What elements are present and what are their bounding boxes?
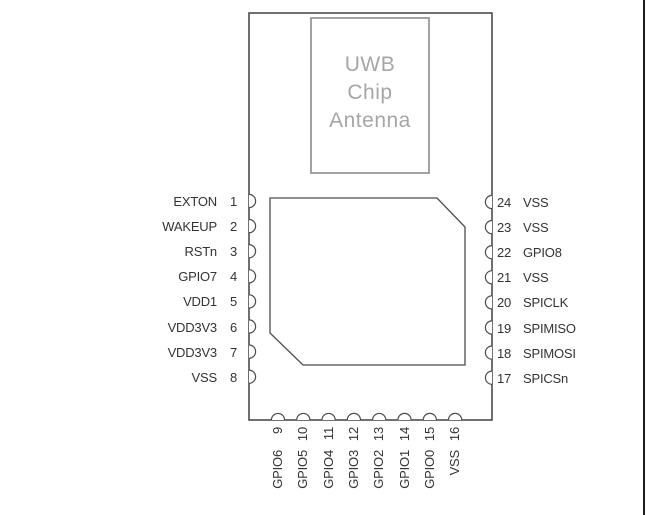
pin-number: 24 bbox=[497, 194, 512, 210]
pin-number: 14 bbox=[397, 427, 412, 442]
right-pin-label: 21 VSS bbox=[497, 269, 549, 285]
pin-name: WAKEUP bbox=[162, 218, 217, 234]
left-pin-label: VSS 8 bbox=[191, 369, 238, 385]
pin-number: 23 bbox=[497, 219, 512, 235]
right-pin-label: 20 SPICLK bbox=[497, 294, 568, 310]
left-pin-label: GPIO7 4 bbox=[178, 268, 237, 284]
pin-name: GPIO1 bbox=[397, 450, 412, 489]
pin-number: 3 bbox=[229, 243, 237, 259]
pin-name: GPIO2 bbox=[371, 450, 386, 489]
pin-name: SPICLK bbox=[523, 294, 569, 310]
pin-name: VDD3V3 bbox=[167, 344, 218, 360]
pin-pad bbox=[397, 412, 412, 421]
right-pin-label: 18 SPIMOSI bbox=[497, 345, 576, 361]
pin-number: 4 bbox=[229, 268, 237, 284]
pin-name: VDD1 bbox=[183, 293, 217, 309]
pin-name: EXTON bbox=[173, 193, 217, 209]
antenna-label-line: Antenna bbox=[329, 109, 411, 132]
pin-name: GPIO7 bbox=[178, 268, 217, 284]
pin-pad bbox=[248, 344, 257, 359]
pin-number: 2 bbox=[229, 218, 237, 234]
pin-pad bbox=[484, 219, 493, 235]
pin-pad bbox=[484, 320, 493, 335]
pin-pad bbox=[484, 345, 493, 360]
pin-pad bbox=[346, 412, 362, 421]
pin-pads bbox=[248, 193, 493, 421]
right-pin-label: 19 SPIMISO bbox=[497, 320, 576, 336]
pin-number: 12 bbox=[346, 427, 361, 442]
pin-name: GPIO0 bbox=[422, 450, 437, 489]
antenna-box bbox=[310, 17, 430, 174]
antenna-label-line: UWB bbox=[344, 53, 396, 76]
pin-number: 16 bbox=[447, 427, 462, 442]
pin-name: VSS bbox=[447, 450, 462, 476]
pin-name: GPIO4 bbox=[321, 450, 336, 489]
pin-name: RSTn bbox=[184, 243, 218, 259]
pin-number: 1 bbox=[229, 193, 237, 209]
pin-name: GPIO8 bbox=[523, 244, 562, 260]
pin-number: 21 bbox=[497, 269, 512, 285]
pin-pad bbox=[248, 269, 257, 284]
pin-pad bbox=[296, 412, 311, 421]
pin-pad bbox=[248, 244, 257, 259]
pin-name: VSS bbox=[191, 369, 218, 385]
pin-pad bbox=[422, 412, 437, 421]
pin-number: 20 bbox=[497, 294, 512, 310]
pin-pad bbox=[248, 369, 257, 384]
pin-number: 10 bbox=[295, 427, 310, 442]
pin-name: GPIO5 bbox=[295, 450, 310, 489]
page-border-right bbox=[642, 0, 645, 515]
left-pin-label: VDD3V3 6 bbox=[167, 319, 238, 335]
pin-number: 17 bbox=[497, 370, 512, 386]
pin-name: GPIO6 bbox=[270, 450, 285, 489]
pin-pad bbox=[248, 294, 257, 309]
pin-pad bbox=[447, 412, 463, 421]
left-pin-label: VDD3V3 7 bbox=[167, 344, 238, 360]
pin-name: SPIMISO bbox=[523, 320, 576, 336]
pin-number: 8 bbox=[229, 369, 237, 385]
pin-pad bbox=[321, 412, 336, 421]
pin-number: 15 bbox=[422, 427, 437, 442]
pin-number: 5 bbox=[229, 293, 237, 309]
pin-pad bbox=[484, 295, 493, 310]
pin-name: SPICSn bbox=[523, 370, 569, 386]
pin-name: VSS bbox=[523, 269, 549, 285]
pin-number: 18 bbox=[497, 345, 512, 361]
module-outline bbox=[248, 12, 493, 421]
pin-pad bbox=[484, 270, 493, 285]
antenna-label-line: Chip bbox=[347, 81, 393, 104]
pin-pad bbox=[270, 412, 286, 421]
pin-name: VSS bbox=[523, 219, 549, 235]
pin-number: 19 bbox=[497, 320, 512, 336]
pin-pad bbox=[484, 370, 493, 385]
pin-number: 13 bbox=[371, 427, 386, 442]
pin-name: SPIMOSI bbox=[523, 345, 576, 361]
pin-number: 7 bbox=[229, 344, 237, 360]
right-pin-label: 23 VSS bbox=[497, 219, 549, 235]
pin-pad bbox=[484, 245, 493, 260]
left-pin-label: VDD1 5 bbox=[183, 293, 237, 309]
antenna-label: UWB Chip Antenna bbox=[311, 51, 429, 135]
left-pin-label: WAKEUP 2 bbox=[162, 218, 237, 234]
right-pin-label: 17 SPICSn bbox=[497, 370, 568, 386]
pin-name: VDD3V3 bbox=[167, 319, 218, 335]
pin-number: 9 bbox=[270, 427, 285, 435]
pin-pad bbox=[484, 194, 493, 210]
pin-number: 22 bbox=[497, 244, 512, 260]
right-pin-label: 22 GPIO8 bbox=[497, 244, 562, 260]
pin-name: VSS bbox=[523, 194, 549, 210]
pin-number: 11 bbox=[321, 427, 336, 441]
left-pin-label: EXTON 1 bbox=[173, 193, 237, 209]
pin-pad bbox=[248, 218, 257, 234]
pin-name: GPIO3 bbox=[346, 450, 361, 489]
pin-pad bbox=[372, 412, 387, 421]
pin-pad bbox=[248, 319, 257, 334]
right-pin-label: 24 VSS bbox=[497, 194, 549, 210]
chip-outline bbox=[269, 197, 466, 366]
pin-number: 6 bbox=[229, 319, 237, 335]
pin-pad bbox=[248, 193, 257, 209]
left-pin-label: RSTn 3 bbox=[184, 243, 238, 259]
